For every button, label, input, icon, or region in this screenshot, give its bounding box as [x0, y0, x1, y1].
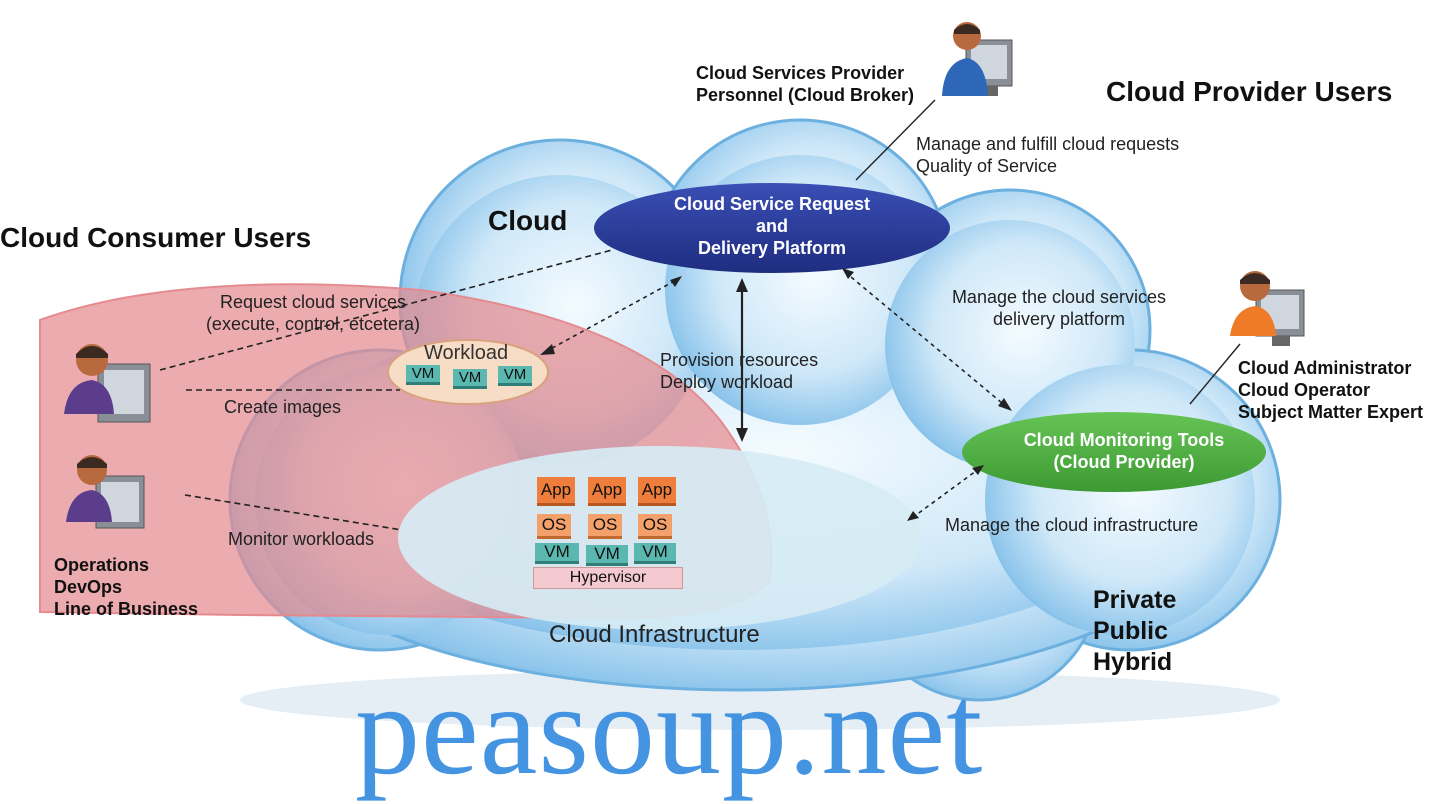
person-admin-icon — [1230, 271, 1305, 346]
cloud-provider-users-heading: Cloud Provider Users — [1106, 76, 1393, 107]
stack-app-1: App — [537, 477, 575, 506]
person-consumer-icon-2 — [66, 455, 145, 529]
stack-app-2: App — [588, 477, 626, 506]
cloud-heading: Cloud — [488, 205, 568, 236]
admin-role-1: Cloud Administrator — [1238, 358, 1412, 378]
manage-platform-line-1: Manage the cloud services — [951, 287, 1167, 307]
monitoring-line-2: (Cloud Provider) — [1053, 452, 1195, 472]
provider-actions-line-1: Manage and fulfill cloud requests — [916, 134, 1180, 154]
provider-personnel-line-2: Personnel (Cloud Broker) — [696, 85, 915, 105]
arrow-heads — [540, 268, 1012, 521]
platform-line-3: Delivery Platform — [697, 238, 847, 258]
stack-os-3: OS — [638, 514, 672, 539]
consumer-role-1: Operations — [54, 555, 150, 575]
manage-platform-line-2: delivery platform — [992, 309, 1126, 329]
workload-vm-1: VM — [406, 365, 440, 385]
workload-vm-3: VM — [498, 366, 532, 386]
stack-vm-2: VM — [586, 545, 628, 566]
consumer-role-2: DevOps — [54, 577, 123, 597]
monitoring-ellipse — [962, 412, 1266, 492]
platform-ellipse — [594, 183, 950, 273]
person-consumer-icon-1 — [64, 344, 151, 423]
admin-role-3: Subject Matter Expert — [1238, 402, 1424, 422]
provider-personnel-label: Cloud Services Provider Personnel (Cloud… — [696, 62, 914, 106]
request-services-label: Request cloud services (execute, control… — [192, 291, 434, 335]
manage-platform-label: Manage the cloud services delivery platf… — [936, 286, 1182, 330]
stack-vm-3: VM — [634, 543, 676, 564]
monitor-workloads-label: Monitor workloads — [228, 529, 375, 549]
workload-title: Workload — [424, 342, 509, 364]
monitoring-label[interactable]: Cloud Monitoring Tools (Cloud Provider) — [984, 429, 1264, 473]
provision-line-1: Provision resources — [660, 350, 819, 370]
watermark: peasoup.net — [355, 658, 984, 802]
stack-hypervisor: Hypervisor — [533, 567, 683, 589]
platform-line-1: Cloud Service Request — [673, 194, 871, 214]
admin-roles-label: Cloud Administrator Cloud Operator Subje… — [1238, 357, 1423, 423]
platform-label[interactable]: Cloud Service Request and Delivery Platf… — [612, 193, 932, 259]
provider-actions-label: Manage and fulfill cloud requests Qualit… — [916, 133, 1179, 177]
request-services-line-2: (execute, control, etcetera) — [205, 314, 421, 334]
person-provider-icon — [942, 22, 1013, 96]
cloud-consumer-users-heading: Cloud Consumer Users — [0, 222, 312, 253]
stack-vm-1: VM — [535, 543, 579, 564]
request-services-line-1: Request cloud services — [219, 292, 407, 312]
infrastructure-label: Cloud Infrastructure — [549, 621, 760, 648]
platform-line-2: and — [755, 216, 788, 236]
monitoring-line-1: Cloud Monitoring Tools — [1023, 430, 1225, 450]
deployment-models-label: Private Public Hybrid — [1093, 585, 1176, 678]
deployment-model-hybrid: Hybrid — [1093, 648, 1173, 676]
deployment-model-private: Private — [1093, 586, 1177, 614]
manage-infra-label: Manage the cloud infrastructure — [945, 515, 1199, 535]
consumer-roles-label: Operations DevOps Line of Business — [54, 554, 198, 620]
stack-os-1: OS — [537, 514, 571, 539]
provision-label: Provision resources Deploy workload — [660, 349, 818, 393]
connectors — [159, 99, 1241, 531]
provision-line-2: Deploy workload — [660, 372, 794, 392]
provider-personnel-line-1: Cloud Services Provider — [696, 63, 905, 83]
deployment-model-public: Public — [1093, 617, 1169, 645]
stack-app-3: App — [638, 477, 676, 506]
provider-actions-line-2: Quality of Service — [916, 156, 1058, 176]
create-images-label: Create images — [224, 397, 342, 417]
admin-role-2: Cloud Operator — [1238, 380, 1371, 400]
workload-vm-2: VM — [453, 369, 487, 389]
stack-os-2: OS — [588, 514, 622, 539]
consumer-role-3: Line of Business — [54, 599, 199, 619]
